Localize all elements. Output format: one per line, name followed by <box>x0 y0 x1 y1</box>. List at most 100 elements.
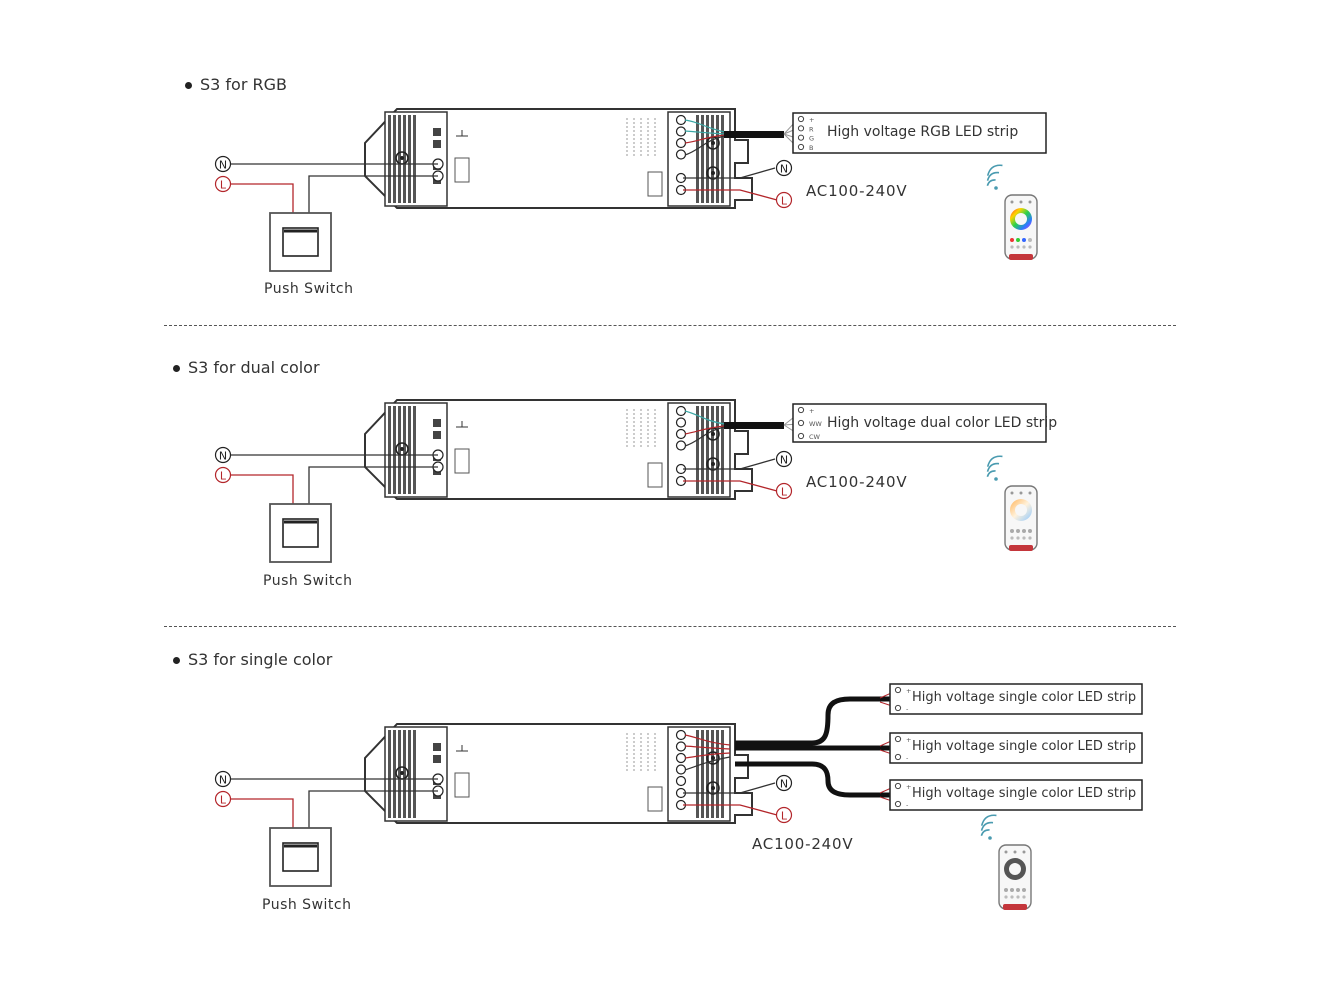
heatsink-fin-left <box>398 115 401 203</box>
strip-terminal-label: - <box>906 705 909 713</box>
heatsink-fin-right <box>721 730 724 818</box>
strip-terminal-icon <box>894 686 902 694</box>
indicator-square <box>433 140 441 148</box>
ac-neutral-terminal-label: N <box>780 778 788 791</box>
mounting-screw <box>711 141 715 145</box>
remote-button-icon <box>1022 536 1026 540</box>
push-switch-label-dual: Push Switch <box>263 573 353 589</box>
color-wheel-icon <box>1009 863 1021 875</box>
heatsink-fin-right <box>711 406 714 494</box>
remote-button-icon <box>1010 536 1014 540</box>
heatsink-fin-left <box>413 730 416 818</box>
heatsink-fin-left <box>388 115 391 203</box>
ac-live-terminal-label: L <box>781 810 788 823</box>
remote-button-icon <box>1016 888 1020 892</box>
indicator-square <box>433 431 441 439</box>
remote-button-icon <box>1022 529 1026 533</box>
heatsink-fin-left <box>403 406 406 494</box>
switch-port-marking <box>454 157 470 183</box>
remote-button-icon <box>1028 200 1032 204</box>
ac-neutral-wire <box>683 458 776 470</box>
bullet-icon <box>173 365 180 372</box>
output-terminal <box>675 114 687 126</box>
heatsink-fin-right <box>696 730 699 818</box>
strip-terminal-label: WW <box>809 420 822 428</box>
live-terminal-label: L <box>220 470 227 483</box>
heatsink-fin-left <box>388 730 391 818</box>
push-switch-button-icon <box>282 518 319 548</box>
remote-button-icon <box>1022 895 1026 899</box>
ac-live-terminal-icon <box>775 806 793 824</box>
ac-neutral-terminal-icon <box>775 159 793 177</box>
heatsink-fin-left <box>403 730 406 818</box>
strip-terminal-icon <box>797 125 805 132</box>
neutral-terminal-label: N <box>219 159 227 172</box>
ac-neutral-terminal-icon <box>775 774 793 792</box>
live-terminal-icon <box>214 790 232 808</box>
wireless-signal-icon <box>986 164 1003 176</box>
rgb-cable-fanout <box>783 120 797 147</box>
heatsink-fin-left <box>413 406 416 494</box>
switch-port-marking <box>454 772 470 798</box>
remote-button-icon <box>1004 888 1008 892</box>
output-terminal <box>675 729 687 741</box>
remote-button-icon <box>1022 245 1026 249</box>
ac-live-terminal-icon <box>775 482 793 500</box>
remote-button-icon <box>1028 238 1032 242</box>
strip-terminal-icon <box>797 134 805 141</box>
strip-terminal-icon <box>797 115 805 123</box>
heatsink-fin-right <box>696 406 699 494</box>
strip-terminal-icon <box>894 800 902 808</box>
remote-button-icon <box>1004 850 1008 854</box>
switched-wire <box>308 790 438 828</box>
output-terminal <box>675 775 687 787</box>
color-wheel-icon <box>1015 213 1027 225</box>
heatsink-fin-right <box>716 406 719 494</box>
live-terminal-icon <box>214 175 232 193</box>
strip-label-dual: High voltage dual color LED strip <box>827 415 1058 431</box>
heatsink-fin-left <box>413 115 416 203</box>
strip-terminal-icon <box>894 735 902 743</box>
wireless-signal-icon <box>988 836 992 840</box>
rgb-wire-cyan <box>684 119 726 133</box>
ac-neutral-wire <box>683 167 776 179</box>
neutral-terminal-icon <box>214 155 232 173</box>
remote-control-icon <box>1009 254 1033 260</box>
strip-terminal-label: - <box>906 801 909 809</box>
switch-port-marking <box>454 448 470 474</box>
ac-live-wire <box>683 189 778 201</box>
neutral-terminal-label: N <box>219 450 227 463</box>
neutral-terminal-icon <box>214 446 232 464</box>
mounting-screw <box>400 156 404 160</box>
led-strip-box <box>889 732 1143 764</box>
heatsink-fin-left <box>408 406 411 494</box>
heatsink-fin-left <box>398 406 401 494</box>
heatsink-fin-left <box>408 115 411 203</box>
bullet-icon <box>185 82 192 89</box>
heatsink-fin-left <box>393 115 396 203</box>
strip-terminal-label: + <box>906 736 911 744</box>
remote-button-icon <box>1016 895 1020 899</box>
output-terminal <box>675 764 687 775</box>
heatsink-fin-left <box>393 730 396 818</box>
live-terminal-label: L <box>220 794 227 807</box>
heatsink-fin-left <box>393 406 396 494</box>
wireless-signal-icon <box>980 829 990 836</box>
strip-terminal-icon <box>797 143 805 151</box>
single-wire-red <box>684 752 731 759</box>
remote-button-icon <box>1010 238 1014 242</box>
wireless-signal-icon <box>994 186 998 190</box>
rgb-wire-black <box>684 135 726 156</box>
wireless-signal-icon <box>980 821 994 831</box>
ac-neutral-wire <box>683 782 776 794</box>
single-cable-3 <box>735 761 890 798</box>
led-strip-box <box>792 403 1047 443</box>
remote-button-icon <box>1016 238 1020 242</box>
strip-label-single-3: High voltage single color LED strip <box>912 786 1137 801</box>
dual-cable <box>724 422 784 429</box>
color-wheel-icon <box>1015 504 1027 516</box>
remote-button-icon <box>1010 895 1014 899</box>
heatsink-fin-left <box>403 115 406 203</box>
strip-terminal-label: + <box>906 783 911 791</box>
